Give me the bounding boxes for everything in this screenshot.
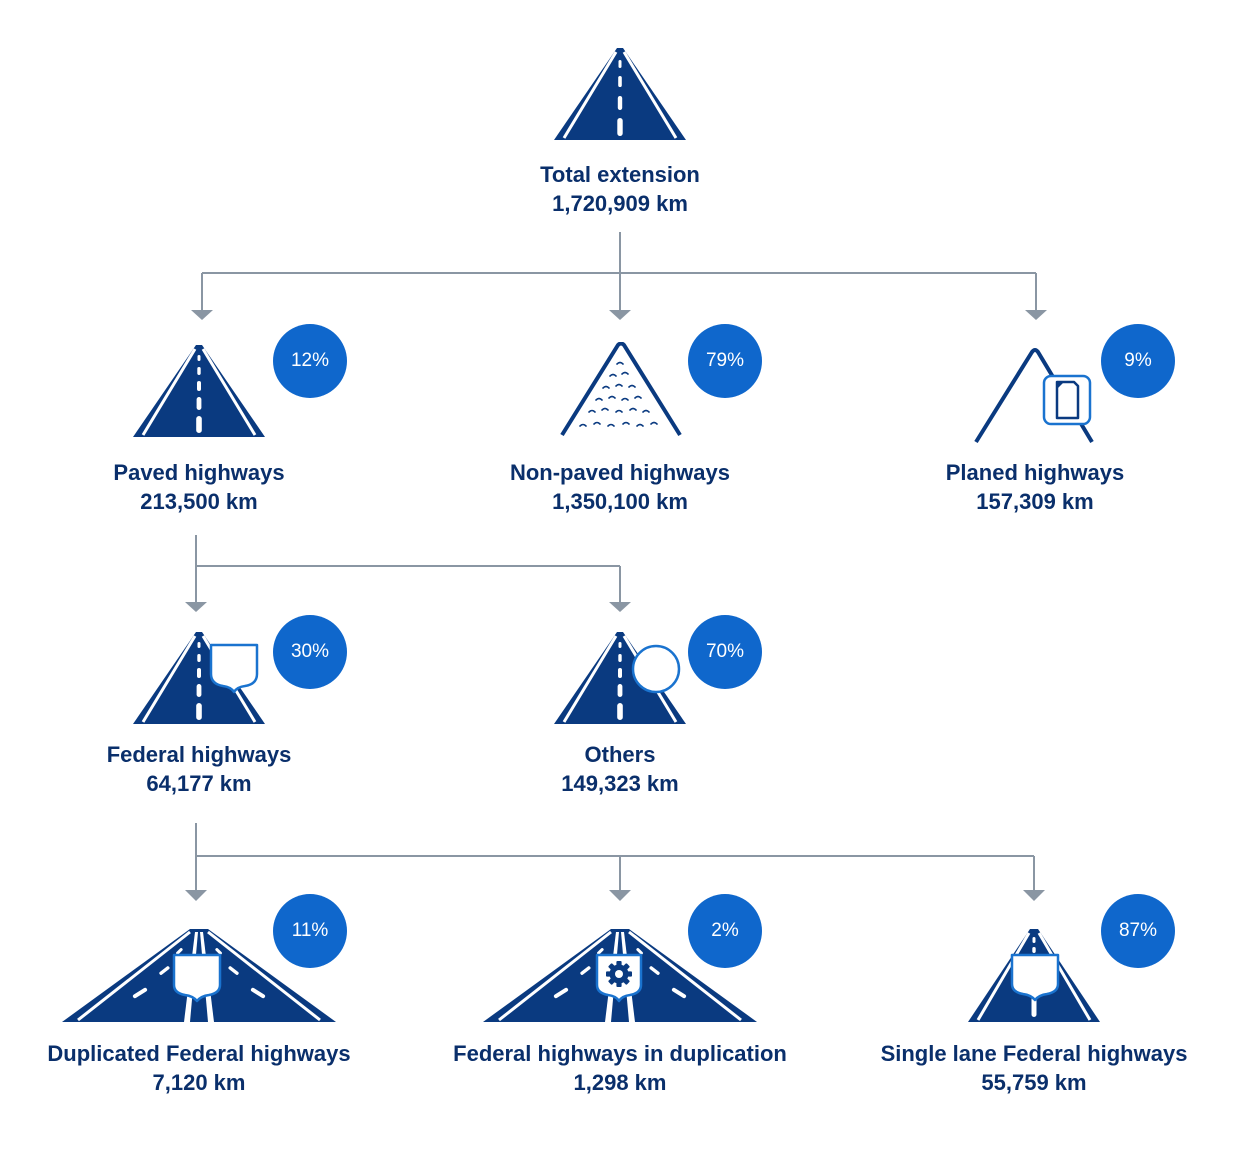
arrow-head [609,602,631,612]
node-value: 1,720,909 km [552,191,688,216]
federal-percent-badge: 30% [273,615,347,689]
federal-shield-road-icon [133,632,265,724]
paved-percent-badge: 12% [273,324,347,398]
node-title: Single lane Federal highways [880,1041,1188,1066]
arrow-head [191,310,213,320]
circle-sign-road-icon [554,632,686,724]
arrow-head [1023,890,1045,901]
node-value: 1,298 km [573,1070,667,1095]
federal-highways-in-duplication-label: Federal highways in duplication 1,298 km [410,1039,830,1097]
node-value: 213,500 km [140,489,258,514]
planed-highways-label: Planed highways 157,309 km [825,458,1241,516]
federal-highways-label: Federal highways 64,177 km [0,740,409,798]
road-icon [554,48,686,140]
nonpaved-percent-badge: 79% [688,324,762,398]
arrow-head [609,890,631,901]
arrow-head [1025,310,1047,320]
single-lane-shield-icon [968,929,1100,1022]
node-value: 64,177 km [146,771,252,796]
planed-percent-badge: 9% [1101,324,1175,398]
paved-road-icon [133,345,265,437]
paved-highways-label: Paved highways 213,500 km [0,458,409,516]
node-title: Total extension [540,162,700,187]
node-value: 149,323 km [561,771,679,796]
duplicated-percent-badge: 11% [273,894,347,968]
node-value: 1,350,100 km [552,489,688,514]
node-title: Federal highways in duplication [453,1041,787,1066]
others-label: Others 149,323 km [410,740,830,798]
arrow-head [185,602,207,612]
node-value: 55,759 km [981,1070,1087,1095]
dual-carriageway-gear-icon [483,929,757,1022]
in-duplication-percent-badge: 2% [688,894,762,968]
others-percent-badge: 70% [688,615,762,689]
node-value: 7,120 km [152,1070,246,1095]
arrow-head [185,890,207,901]
nonpaved-highways-label: Non-paved highways 1,350,100 km [410,458,830,516]
single-lane-percent-badge: 87% [1101,894,1175,968]
arrow-head [609,310,631,320]
dual-carriageway-shield-icon [62,929,336,1022]
node-title: Federal highways [106,742,292,767]
total-extension-label: Total extension 1,720,909 km [410,160,830,218]
gravel-road-icon [560,342,682,437]
single-lane-federal-highways-label: Single lane Federal highways 55,759 km [824,1039,1241,1097]
node-value: 157,309 km [976,489,1094,514]
node-title: Paved highways [113,460,285,485]
node-title: Duplicated Federal highways [47,1041,351,1066]
node-title: Others [584,742,656,767]
duplicated-federal-highways-label: Duplicated Federal highways 7,120 km [0,1039,409,1097]
node-title: Non-paved highways [509,460,731,485]
node-title: Planed highways [945,460,1125,485]
gear-icon [606,961,632,987]
planned-road-document-icon [974,348,1094,444]
